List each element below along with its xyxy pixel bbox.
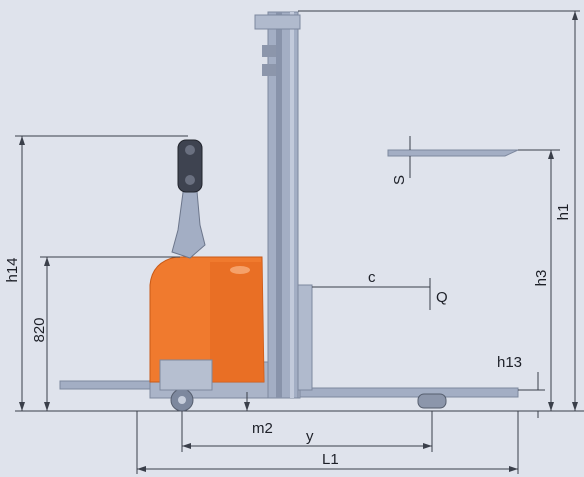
control-box [159,359,213,391]
l1-label: L1 [322,451,339,468]
m2-arrow [244,402,250,411]
mast-roller-1 [262,45,276,57]
h1-arrow-top [572,11,578,20]
h1-label: h1 [555,204,572,221]
820-label: 820 [31,317,48,342]
s-label: S [391,175,408,185]
m2-label: m2 [252,420,273,437]
h14-arrow-bottom [19,402,25,411]
y-label: y [306,428,314,445]
body-side-panel [210,262,264,382]
l1-arrow-left [137,466,146,472]
fork-carriage [297,284,313,391]
mast-crosshead [254,14,301,30]
tiller-handle[interactable] [177,139,203,193]
q-label: Q [436,289,448,306]
h14-arrow-top [19,136,25,145]
front-fork [299,387,519,398]
y-arrow-right [423,443,432,449]
rear-fork [59,380,153,390]
l1-arrow-right [509,466,518,472]
mast-rail [276,12,282,398]
tiller-button-bottom [185,175,195,185]
y-arrow-left [182,443,191,449]
820-arrow-bottom [44,402,50,411]
drive-wheel-hub [178,396,186,404]
h3-label: h3 [533,270,550,287]
h3-arrow-bottom [548,402,554,411]
mast-roller-2 [262,64,276,76]
h14-label: h14 [4,257,21,282]
load-wheel [417,393,447,409]
mast-highlight [290,12,294,398]
stacker-illustration [59,11,519,412]
c-label: c [368,269,376,286]
h13-label: h13 [497,354,522,371]
h3-arrow-top [548,150,554,159]
h1-arrow-bottom [572,402,578,411]
820-arrow-top [44,257,50,266]
raised-fork [387,149,519,157]
tiller-button-top [185,145,195,155]
body-highlight [230,266,250,274]
